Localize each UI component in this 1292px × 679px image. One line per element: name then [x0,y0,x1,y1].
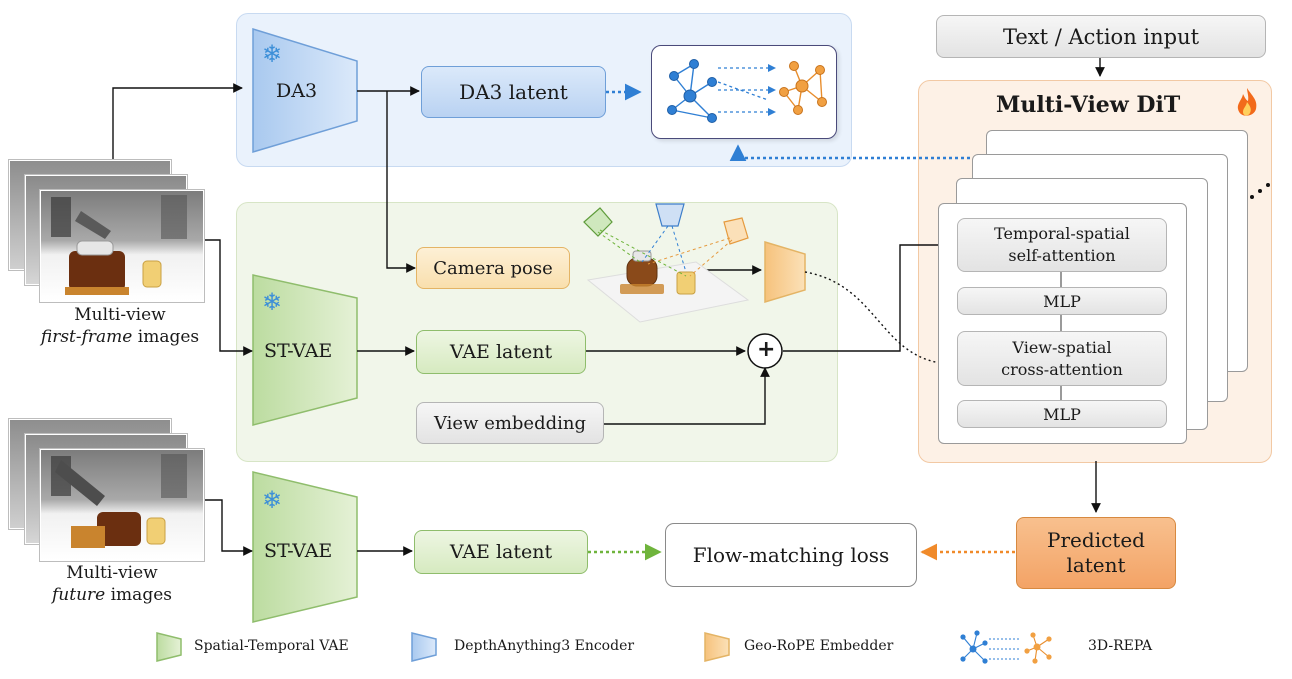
legend-da3-label: DepthAnything3 Encoder [454,638,635,654]
camera-pose-box: Camera pose [416,247,570,289]
mlp-box-bottom: MLP [957,400,1167,428]
flow-matching-loss-box: Flow-matching loss [665,523,917,587]
future-caption-italic: future [52,585,106,605]
legend-da3-icon [411,632,437,662]
st-vae-label-bottom: ST-VAE [264,540,333,562]
legend-vae-label: Spatial-Temporal VAE [194,638,349,654]
da3-latent-box: DA3 latent [421,66,606,118]
first-frame-caption-rest: images [132,327,200,347]
flame-icon [1234,86,1260,124]
sum-node-circle [747,333,783,369]
snowflake-icon: ❄ [262,40,283,68]
future-caption-line2: future images [32,584,192,606]
st-vae-encoder-shape-bottom [252,471,358,623]
snowflake-icon: ❄ [262,288,283,316]
mlp-box-top: MLP [957,287,1167,315]
first-frame-caption: Multi-view first-frame images [40,304,200,348]
vae-latent-box-top: VAE latent [416,330,586,374]
da3-encoder-shape [252,27,358,154]
view-embedding-box: View embedding [416,402,604,444]
snowflake-icon: ❄ [262,486,283,514]
legend-vae-icon [156,632,182,662]
predicted-latent-box: Predicted latent [1016,517,1176,589]
text-action-input-box: Text / Action input [936,15,1266,58]
multiview-dit-title: Multi-View DiT [996,92,1181,118]
legend-geo-rope-icon [704,632,730,662]
sum-node-label: + [757,337,776,362]
st-vae-encoder-shape-top [252,274,358,426]
future-caption-rest: images [105,585,172,605]
predicted-latent-label: Predicted latent [1047,528,1145,577]
repa-graph-box [651,45,837,139]
vae-latent-box-bottom: VAE latent [414,530,588,574]
future-caption-line1: Multi-view [66,563,158,583]
temporal-spatial-attention-box: Temporal-spatial self-attention [957,218,1167,272]
da3-label: DA3 [276,80,318,102]
first-frame-caption-line2: first-frame images [40,326,200,348]
legend-geo-rope-label: Geo-RoPE Embedder [744,638,894,654]
st-vae-label-top: ST-VAE [264,340,333,362]
repa-graph-icon [667,59,827,123]
future-image-front [40,449,204,561]
camera-pose-scene-illustration [583,203,750,323]
future-caption: Multi-view future images [32,562,192,606]
geo-rope-embedder-shape [764,240,806,304]
first-frame-image-front [40,190,204,302]
legend-repa-label: 3D-REPA [1088,638,1153,654]
view-spatial-attention-box: View-spatial cross-attention [957,331,1167,386]
first-frame-caption-italic: first-frame [40,327,133,347]
first-frame-caption-line1: Multi-view [74,305,166,325]
legend-repa-icon [960,630,1052,664]
